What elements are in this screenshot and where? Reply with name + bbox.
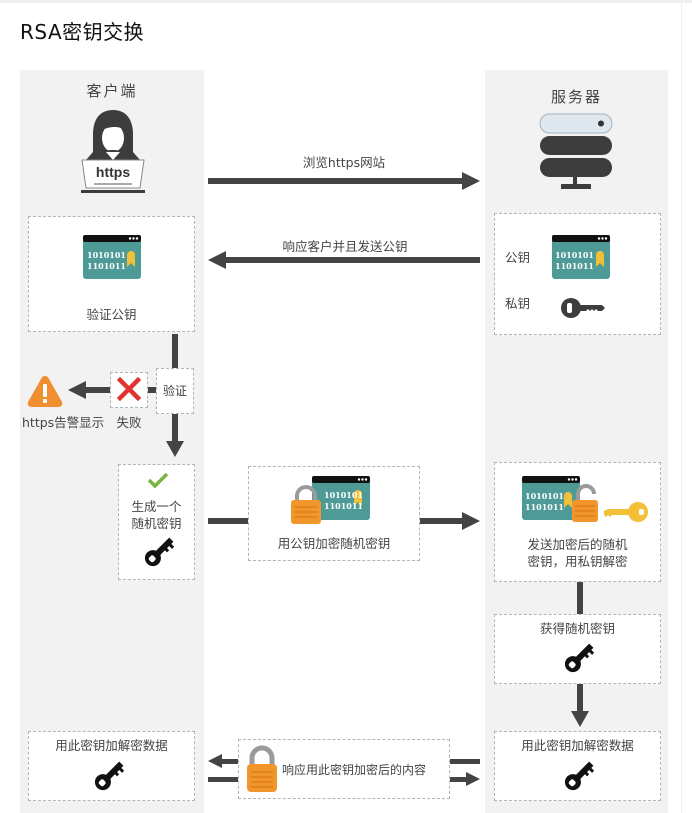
decrypt-icons: 1010101 1101011 (522, 476, 650, 526)
laptop-https-text: https (95, 164, 131, 180)
cert-line-2: 1101011 (87, 261, 126, 271)
certificate-icon: 1010101 1101011 (83, 235, 141, 279)
lock-icon (244, 744, 280, 794)
response-right-line (450, 759, 480, 764)
right-divider (681, 0, 682, 813)
send-decrypt-label-1: 发送加密后的随机 (527, 537, 628, 552)
client-use-key-box (28, 731, 195, 801)
server-flow-line-2 (577, 684, 583, 712)
private-key-icon (560, 297, 606, 319)
warning-arrow-head (68, 381, 86, 399)
generate-key-label-1: 生成一个 (131, 499, 182, 514)
response-left-arrow-head (208, 754, 222, 768)
encrypt-arrow-head (462, 512, 480, 530)
cert-line-1: 1010101 (324, 490, 363, 500)
fail-connector (148, 387, 156, 393)
generate-key-label-2: 随机密钥 (131, 516, 182, 531)
random-key-icon (142, 533, 178, 569)
respond-pubkey-label: 响应客户并且发送公钥 (282, 239, 408, 254)
encrypted-certificate-icon: 1010101 1101011 (290, 476, 370, 526)
response-left-line (208, 777, 238, 782)
server-use-key-box (494, 731, 661, 801)
respond-arrow-shaft (226, 257, 480, 263)
client-lane-title: 客户端 (86, 82, 138, 100)
warning-label: https告警显示 (22, 415, 105, 430)
verify-flow-line-bottom (172, 414, 178, 442)
public-key-certificate-icon: 1010101 1101011 (552, 235, 610, 279)
verify-flow-line-top (172, 334, 178, 372)
encrypt-connector-left (208, 518, 248, 524)
verify-pubkey-label: 验证公钥 (86, 307, 137, 322)
server-icon (539, 112, 613, 192)
response-left-arrow-shaft (222, 759, 238, 764)
server-flow-line-1 (577, 582, 583, 614)
top-divider (0, 0, 692, 3)
check-icon (147, 472, 169, 488)
respond-arrow-head (208, 251, 226, 269)
page-title: RSA密钥交换 (20, 20, 145, 44)
get-random-key-label: 获得随机密钥 (539, 621, 615, 636)
server-lane (485, 70, 668, 813)
get-random-key-box (494, 614, 661, 684)
verify-flow-arrow-head (166, 441, 184, 457)
response-right-arrow-head (466, 772, 480, 786)
cert-line-2: 1101011 (324, 501, 363, 511)
fail-label: 失败 (116, 415, 142, 430)
server-random-key-icon (562, 639, 598, 675)
browse-arrow-head (462, 172, 480, 190)
send-decrypt-label-2: 密钥，用私钥解密 (527, 554, 628, 569)
cert-line-1: 1010101 (555, 250, 594, 260)
cert-line-1: 1010101 (525, 491, 564, 501)
verify-box (156, 368, 194, 414)
encrypt-random-label: 用公钥加密随机密钥 (277, 536, 391, 551)
browse-label: 浏览https网站 (302, 155, 386, 170)
server-use-key-label: 用此密钥加解密数据 (521, 738, 634, 753)
response-right-arrow-shaft (450, 777, 466, 782)
server-flow-arrow-head (571, 711, 589, 727)
fail-cross-icon (117, 377, 141, 401)
private-key-label: 私钥 (505, 296, 531, 311)
cert-line-2: 1101011 (555, 261, 594, 271)
browse-arrow-shaft (208, 178, 462, 184)
verify-label: 验证 (162, 384, 187, 398)
public-key-label: 公钥 (505, 250, 531, 265)
warning-arrow-shaft (86, 387, 110, 393)
user-laptop-icon: https (80, 108, 146, 198)
cert-line-2: 1101011 (525, 502, 564, 512)
cert-line-1: 1010101 (87, 250, 126, 260)
response-encrypted-label: 响应用此密钥加密后的内容 (282, 763, 427, 777)
encrypt-arrow-shaft (420, 518, 462, 524)
client-use-key-icon (92, 757, 128, 793)
client-use-key-label: 用此密钥加解密数据 (55, 738, 168, 753)
server-lane-title: 服务器 (550, 88, 602, 106)
warning-icon (26, 374, 64, 408)
server-use-key-icon (562, 757, 598, 793)
